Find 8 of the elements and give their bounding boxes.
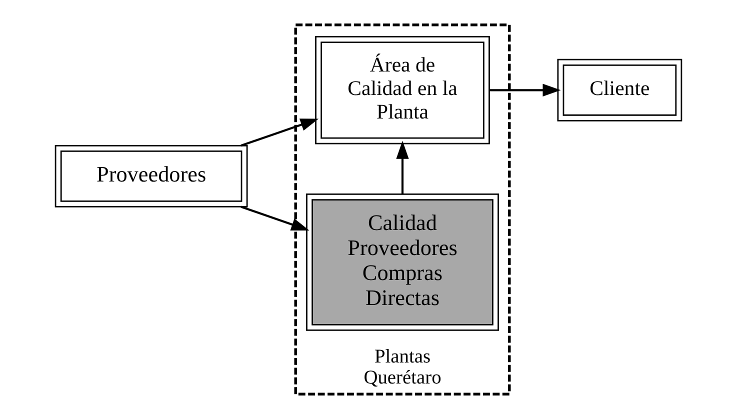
arrow [396,140,408,194]
node-box: Proveedores [54,144,248,208]
arrow [240,206,309,231]
arrow [488,84,560,96]
arrow [240,118,318,147]
node-box: Cliente [556,58,682,122]
node-box: Calidad Proveedores Compras Directas [306,194,498,331]
node-box: Área de Calidad en la Planta [314,36,490,144]
